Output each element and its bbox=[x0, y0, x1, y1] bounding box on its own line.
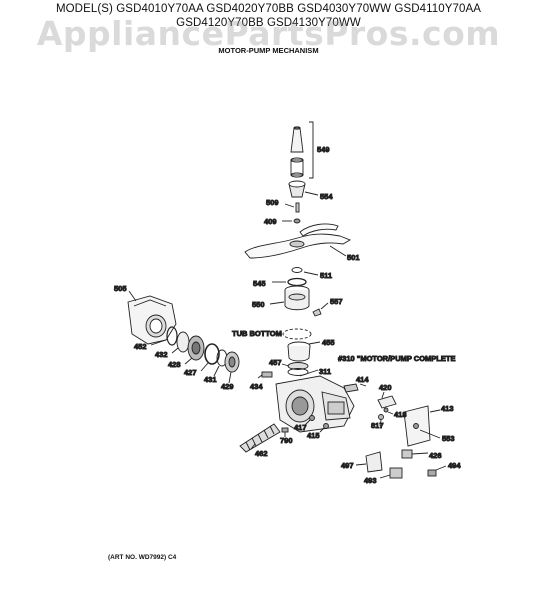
part-426[interactable] bbox=[401, 449, 429, 459]
callout-494: 494 bbox=[448, 461, 461, 470]
part-428-impeller[interactable] bbox=[184, 335, 205, 365]
callout-413: 413 bbox=[441, 404, 454, 413]
callout-511: 511 bbox=[320, 271, 332, 280]
callout-409: 409 bbox=[264, 217, 277, 226]
art-number: (ART NO. WD7992) C4 bbox=[108, 554, 177, 561]
callout-549: 549 bbox=[317, 145, 330, 154]
motor-pump-complete-note: #310 "MOTOR/PUMP COMPLETE bbox=[338, 354, 455, 363]
part-429[interactable] bbox=[224, 351, 240, 384]
part-494[interactable] bbox=[427, 465, 447, 477]
callout-415: 415 bbox=[307, 431, 320, 440]
part-418[interactable] bbox=[383, 407, 394, 415]
part-415[interactable] bbox=[319, 423, 329, 433]
diagram-title: MOTOR-PUMP MECHANISM bbox=[218, 46, 319, 55]
callout-545: 545 bbox=[253, 279, 266, 288]
callout-428: 428 bbox=[168, 360, 181, 369]
callout-431: 431 bbox=[204, 375, 217, 384]
callout-455: 455 bbox=[322, 338, 335, 347]
callout-427: 427 bbox=[184, 368, 197, 377]
part-432[interactable] bbox=[171, 331, 190, 354]
part-549-nozzle[interactable] bbox=[290, 121, 314, 179]
callout-429: 429 bbox=[221, 382, 234, 391]
part-557[interactable] bbox=[312, 302, 329, 317]
callout-557: 557 bbox=[330, 297, 343, 306]
part-553[interactable] bbox=[413, 423, 441, 439]
part-501-spray-arm[interactable] bbox=[244, 223, 352, 259]
part-457[interactable] bbox=[281, 362, 309, 376]
callout-501: 501 bbox=[347, 253, 360, 262]
callout-420: 420 bbox=[379, 383, 392, 392]
part-817[interactable] bbox=[378, 414, 384, 427]
part-427[interactable] bbox=[200, 343, 220, 372]
model-list-line-2: GSD4120Y70BB GSD4130Y70WW bbox=[176, 17, 361, 29]
part-434[interactable] bbox=[257, 371, 273, 379]
callout-414: 414 bbox=[356, 375, 369, 384]
part-414[interactable] bbox=[343, 383, 367, 393]
part-455[interactable] bbox=[287, 341, 321, 362]
callout-418: 418 bbox=[394, 410, 407, 419]
callout-497: 497 bbox=[341, 461, 354, 470]
callout-457: 457 bbox=[269, 358, 282, 367]
callout-550: 550 bbox=[252, 300, 265, 309]
part-545-ring[interactable] bbox=[272, 277, 307, 287]
part-790[interactable] bbox=[281, 427, 289, 437]
part-511[interactable] bbox=[291, 267, 319, 276]
callout-311: 311 bbox=[319, 367, 331, 376]
part-311-motor[interactable] bbox=[275, 369, 355, 433]
tub-bottom-note: TUB BOTTOM bbox=[232, 329, 282, 338]
part-505-housing[interactable] bbox=[127, 290, 177, 345]
callout-553: 553 bbox=[442, 434, 455, 443]
callout-817: 817 bbox=[371, 421, 384, 430]
callout-452: 452 bbox=[134, 342, 147, 351]
callout-434: 434 bbox=[250, 382, 263, 391]
part-417[interactable] bbox=[303, 415, 315, 427]
tub-bottom-gasket bbox=[275, 328, 312, 340]
part-413-bracket[interactable] bbox=[403, 405, 441, 447]
part-493[interactable] bbox=[379, 467, 403, 479]
part-497[interactable] bbox=[355, 451, 383, 473]
part-509[interactable] bbox=[284, 202, 300, 213]
model-list-line-1: MODEL(S) GSD4010Y70AA GSD4020Y70BB GSD40… bbox=[55, 3, 482, 15]
callout-505: 505 bbox=[114, 284, 127, 293]
callout-554: 554 bbox=[320, 192, 333, 201]
watermark: AppliancePartsPros.com bbox=[36, 14, 501, 53]
callout-509: 509 bbox=[266, 198, 279, 207]
part-409[interactable] bbox=[282, 218, 301, 224]
callout-432: 432 bbox=[155, 350, 168, 359]
part-550[interactable] bbox=[269, 285, 310, 311]
part-462-auger[interactable] bbox=[239, 423, 281, 453]
callout-417: 417 bbox=[294, 423, 307, 432]
part-554[interactable] bbox=[288, 180, 319, 198]
callout-493: 493 bbox=[364, 476, 377, 485]
callout-790: 790 bbox=[280, 436, 293, 445]
callout-426: 426 bbox=[429, 451, 442, 460]
part-420[interactable] bbox=[377, 391, 397, 409]
part-452[interactable] bbox=[150, 326, 178, 346]
callout-462: 462 bbox=[255, 449, 268, 458]
